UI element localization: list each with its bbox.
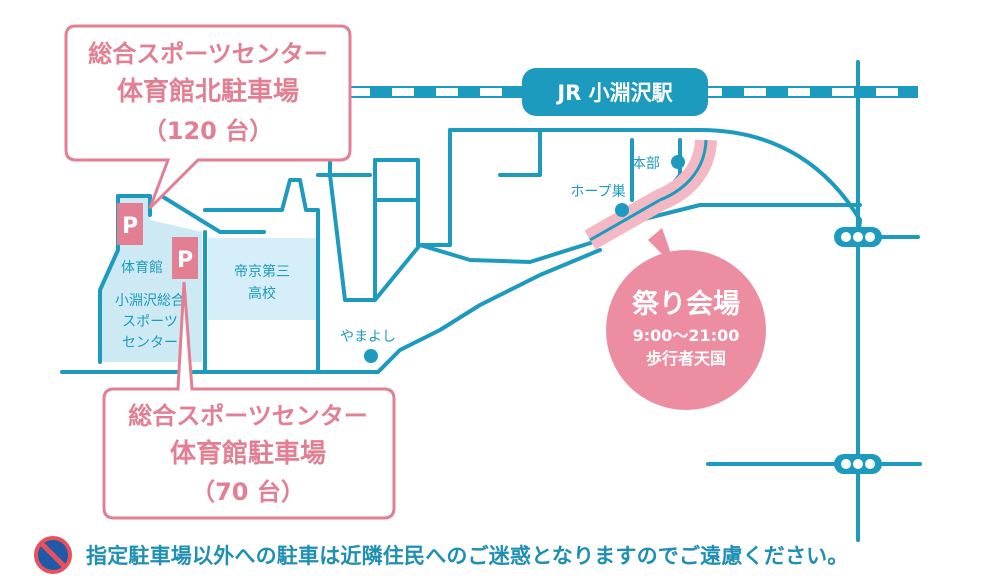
station-badge[interactable]: JR 小淵沢駅 xyxy=(522,68,708,116)
parking-symbol-south: P xyxy=(177,248,193,273)
school-label-2: 高校 xyxy=(248,285,276,302)
callout-south-line2: 体育館駐車場 xyxy=(170,438,326,469)
school-label-1: 帝京第三 xyxy=(234,263,290,280)
no-parking-notice: 指定駐車場以外への駐車は近隣住民へのご迷惑となりますのでご遠慮ください。 xyxy=(34,533,994,577)
school-area xyxy=(208,238,316,320)
pedestrian-zone-road xyxy=(589,139,708,242)
venue-marker[interactable]: 祭り会場 9:00〜21:00 歩行者天国 xyxy=(606,228,766,410)
callout-north-line2: 体育館北駐車場 xyxy=(117,76,299,107)
marker-honbu[interactable]: 本部 xyxy=(632,155,685,172)
parking-marker-south[interactable]: P xyxy=(172,237,198,279)
marker-hope-su[interactable]: ホープ巣 xyxy=(570,184,629,217)
venue-title: 祭り会場 xyxy=(632,288,740,320)
station-label: JR 小淵沢駅 xyxy=(555,81,673,105)
callout-north-line3: （120 台） xyxy=(143,117,273,145)
callout-north-line1: 総合スポーツセンター xyxy=(88,40,328,68)
yamayoshi-label: やまよし xyxy=(340,329,396,345)
marker-yamayoshi[interactable]: やまよし xyxy=(340,329,396,363)
traffic-signal-upper xyxy=(834,227,882,247)
honbu-label: 本部 xyxy=(632,156,660,172)
venue-hours: 9:00〜21:00 xyxy=(633,326,740,345)
parking-symbol-north: P xyxy=(122,214,138,239)
callout-south-line3: （70 台） xyxy=(191,478,305,506)
parking-marker-north[interactable]: P xyxy=(117,203,143,245)
sports-center-label-1: 小淵沢総合 xyxy=(115,293,185,309)
venue-note: 歩行者天国 xyxy=(646,349,726,368)
hope-su-label: ホープ巣 xyxy=(570,184,625,200)
notice-text: 指定駐車場以外への駐車は近隣住民へのご迷惑となりますのでご遠慮ください。 xyxy=(86,544,849,568)
sports-center-label-2: スポーツ xyxy=(122,314,178,330)
sports-center-label-3: センター xyxy=(122,335,178,351)
callout-north-parking: 総合スポーツセンター 体育館北駐車場 （120 台） xyxy=(64,24,352,210)
callout-south-line1: 総合スポーツセンター xyxy=(128,402,368,430)
traffic-signal-lower xyxy=(834,454,882,474)
no-parking-icon xyxy=(34,536,72,574)
callout-south-parking: 総合スポーツセンター 体育館駐車場 （70 台） xyxy=(102,281,396,520)
gym-label: 体育館 xyxy=(121,259,163,276)
